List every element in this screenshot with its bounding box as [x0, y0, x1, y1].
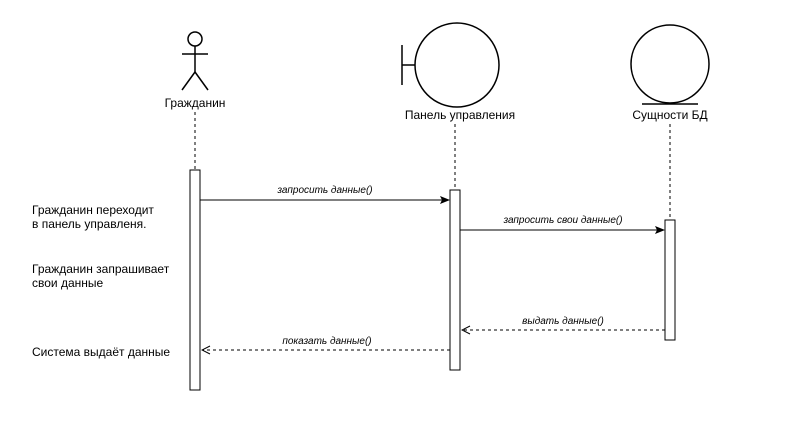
boundary-control-panel: Панель управления: [401, 22, 515, 122]
message-label: показать данные(): [282, 336, 371, 347]
message-label: запросить свои данные(): [502, 215, 622, 226]
note-line: Гражданин переходит: [32, 203, 154, 217]
message-label: запросить данные(): [276, 185, 372, 196]
activation-entity-db: [664, 219, 676, 341]
note-system-gives-data: Система выдаёт данные: [32, 345, 170, 359]
message-show-data: показать данные(): [202, 336, 450, 350]
note-line: Система выдаёт данные: [32, 345, 170, 359]
entity-db: Сущности БД: [630, 24, 710, 122]
boundary-circle-icon: [414, 22, 500, 108]
message-request-data: запросить данные(): [200, 185, 450, 204]
entity-label: Сущности БД: [632, 108, 707, 122]
note-line: в панель управленя.: [32, 217, 146, 231]
note-line: свои данные: [32, 276, 104, 290]
message-give-data: выдать данные(): [462, 316, 665, 330]
entity-circle-icon: [630, 24, 710, 104]
note-citizen-goes-to-panel: Гражданин переходит в панель управленя.: [32, 203, 154, 231]
message-label: выдать данные(): [522, 316, 604, 327]
actor-left-leg-icon: [181, 71, 196, 91]
actor-right-leg-icon: [194, 71, 209, 91]
actor-label: Гражданин: [165, 96, 226, 110]
note-line: Гражданин запрашивает: [32, 262, 170, 276]
actor-head-icon: [187, 31, 203, 47]
message-request-own-data: запросить свои данные(): [460, 215, 665, 234]
activation-control-panel: [449, 189, 461, 371]
note-citizen-requests-data: Гражданин запрашивает свои данные: [32, 262, 170, 290]
boundary-label: Панель управления: [405, 108, 515, 122]
activation-citizen: [189, 169, 201, 391]
actor-citizen: Гражданин: [165, 31, 226, 110]
